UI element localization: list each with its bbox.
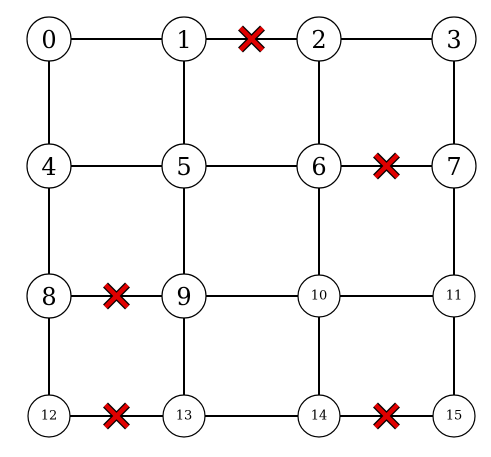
node-circle — [161, 273, 207, 319]
node-circle — [431, 143, 477, 189]
node-label: 0 — [41, 26, 56, 54]
node-circle — [26, 16, 72, 62]
node-circle — [161, 16, 207, 62]
node-label: 1 — [176, 26, 191, 54]
node-circle — [296, 143, 342, 189]
node-label: 9 — [176, 283, 191, 311]
graph-node-5: 5 — [161, 143, 207, 189]
graph-node-1: 1 — [161, 16, 207, 62]
node-circle — [162, 394, 206, 438]
blocked-edge-cross-icon — [373, 402, 400, 430]
graph-node-15: 15 — [432, 394, 476, 438]
blocked-edge-cross-icon — [238, 25, 265, 53]
blocked-edge-cross-icon — [373, 152, 400, 180]
graph-node-14: 14 — [297, 394, 341, 438]
node-circle — [26, 273, 72, 319]
graph-node-7: 7 — [431, 143, 477, 189]
node-circle — [27, 394, 71, 438]
graph-node-13: 13 — [162, 394, 206, 438]
node-label: 5 — [176, 153, 191, 181]
graph-node-6: 6 — [296, 143, 342, 189]
node-label: 14 — [311, 409, 328, 424]
node-label: 7 — [446, 153, 461, 181]
node-label: 2 — [311, 26, 326, 54]
node-circle — [161, 143, 207, 189]
graph-node-12: 12 — [27, 394, 71, 438]
node-circle — [26, 143, 72, 189]
node-label: 3 — [446, 26, 461, 54]
graph-node-11: 11 — [432, 274, 476, 318]
edges-layer — [48, 38, 455, 417]
node-label: 12 — [41, 409, 58, 424]
node-label: 6 — [311, 153, 326, 181]
graph-node-8: 8 — [26, 273, 72, 319]
graph-node-4: 4 — [26, 143, 72, 189]
blocked-edge-cross-icon — [103, 402, 130, 430]
node-circle — [432, 274, 476, 318]
node-circle — [297, 394, 341, 438]
node-circle — [432, 394, 476, 438]
node-label: 13 — [176, 409, 193, 424]
node-circle — [297, 274, 341, 318]
graph-node-10: 10 — [297, 274, 341, 318]
node-label: 4 — [41, 153, 56, 181]
graph-node-9: 9 — [161, 273, 207, 319]
blocked-edge-cross-icon — [103, 282, 130, 310]
blocked-marks-layer — [103, 25, 400, 430]
graph-node-3: 3 — [431, 16, 477, 62]
node-circle — [431, 16, 477, 62]
node-circle — [296, 16, 342, 62]
graph-node-2: 2 — [296, 16, 342, 62]
node-label: 8 — [41, 283, 56, 311]
graph-node-0: 0 — [26, 16, 72, 62]
node-label: 11 — [446, 289, 463, 304]
node-label: 10 — [311, 289, 328, 304]
node-label: 15 — [446, 409, 463, 424]
